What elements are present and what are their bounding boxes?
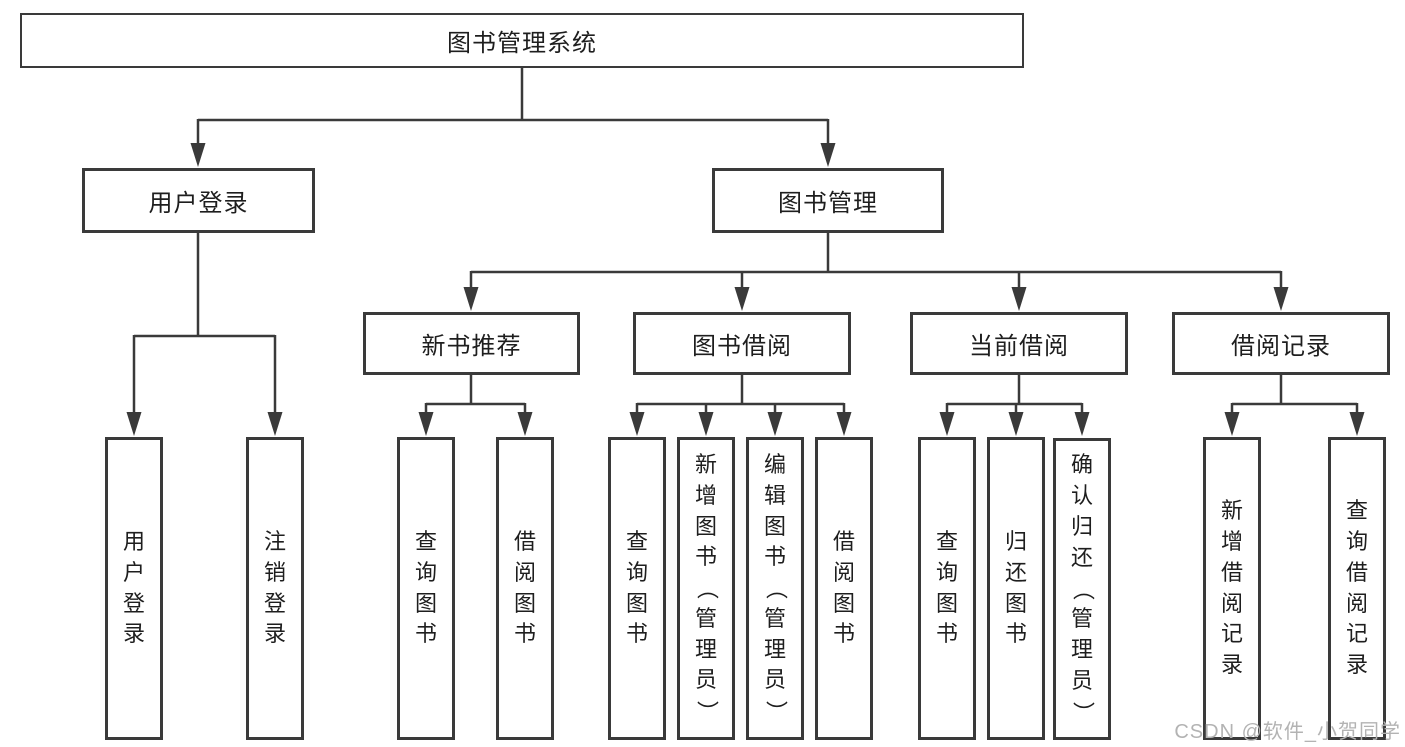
leaf-query-borrow-record: 查询借阅记录 bbox=[1328, 437, 1386, 740]
leaf-query-books-recommend: 查询图书 bbox=[397, 437, 455, 740]
leaf-confirm-return-admin: 确认归还（管理员） bbox=[1053, 438, 1111, 740]
leaf-add-books-admin: 新增图书（管理员） bbox=[677, 437, 735, 740]
arrowhead-icon bbox=[1224, 412, 1240, 436]
arrowhead-icon bbox=[1011, 287, 1027, 311]
arrowhead-icon bbox=[418, 412, 434, 436]
node-root: 图书管理系统 bbox=[20, 13, 1024, 68]
connector-userlogin-to-children bbox=[132, 232, 277, 418]
arrowhead-icon bbox=[939, 412, 955, 436]
node-borrow-records: 借阅记录 bbox=[1172, 312, 1390, 375]
connector-recommend-to-children bbox=[424, 374, 527, 418]
leaf-logout: 注销登录 bbox=[246, 437, 304, 740]
connector-root-to-level2 bbox=[196, 66, 830, 148]
node-current-borrow: 当前借阅 bbox=[910, 312, 1128, 375]
connector-bookmgmt-to-level3 bbox=[469, 232, 1283, 292]
leaf-add-borrow-record: 新增借阅记录 bbox=[1203, 437, 1261, 740]
leaf-query-books-borrow: 查询图书 bbox=[608, 437, 666, 740]
leaf-borrow-books: 借阅图书 bbox=[815, 437, 873, 740]
connector-records-to-children bbox=[1230, 374, 1359, 418]
arrowhead-icon bbox=[1008, 412, 1024, 436]
leaf-return-books: 归还图书 bbox=[987, 437, 1045, 740]
arrowhead-icon bbox=[517, 412, 533, 436]
arrowhead-icon bbox=[1074, 412, 1090, 436]
node-book-management: 图书管理 bbox=[712, 168, 944, 233]
arrowhead-icon bbox=[629, 412, 645, 436]
arrowhead-icon bbox=[463, 287, 479, 311]
leaf-user-login: 用户登录 bbox=[105, 437, 163, 740]
arrowhead-icon bbox=[126, 412, 142, 436]
arrowhead-icon bbox=[836, 412, 852, 436]
leaf-query-books-current: 查询图书 bbox=[918, 437, 976, 740]
arrowhead-icon bbox=[698, 412, 714, 436]
leaf-borrow-books-recommend: 借阅图书 bbox=[496, 437, 554, 740]
arrowhead-icon bbox=[267, 412, 283, 436]
node-book-borrow: 图书借阅 bbox=[633, 312, 851, 375]
connector-borrow-to-children bbox=[635, 374, 846, 418]
connector-current-to-children bbox=[945, 374, 1084, 418]
arrowhead-icon bbox=[1273, 287, 1289, 311]
node-user-login: 用户登录 bbox=[82, 168, 315, 233]
csdn-watermark: CSDN @软件_小贺同学 bbox=[1174, 721, 1401, 743]
arrowhead-icon bbox=[767, 412, 783, 436]
arrowhead-icon bbox=[820, 143, 836, 167]
arrowhead-icon bbox=[1349, 412, 1365, 436]
node-new-book-recommend: 新书推荐 bbox=[363, 312, 580, 375]
arrowhead-icon bbox=[190, 143, 206, 167]
leaf-edit-books-admin: 编辑图书（管理员） bbox=[746, 437, 804, 740]
arrowhead-icon bbox=[734, 287, 750, 311]
